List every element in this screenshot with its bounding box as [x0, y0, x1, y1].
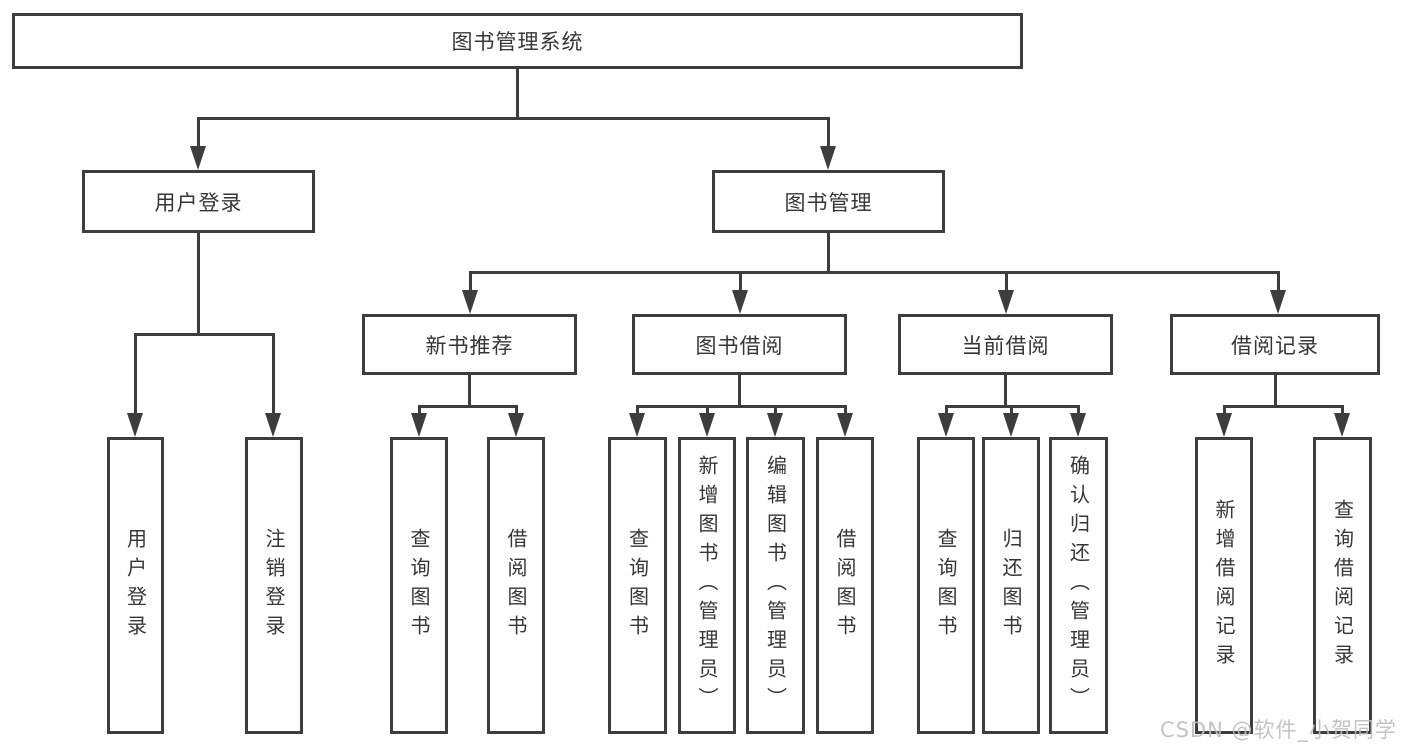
arrowhead: [127, 413, 143, 437]
arrowhead: [837, 413, 853, 437]
leaf-query-borrow-record: 查询借阅记录: [1313, 437, 1372, 734]
connector-line: [945, 405, 948, 417]
connector-line: [1004, 375, 1007, 407]
connector-line: [1277, 271, 1280, 293]
leaf-return-book: 归还图书: [982, 437, 1040, 734]
connector-line: [272, 333, 275, 417]
connector-line: [1223, 405, 1343, 408]
arrowhead: [190, 146, 206, 170]
connector-line: [134, 333, 275, 336]
node-current-borrowing: 当前借阅: [898, 314, 1113, 375]
leaf-query-book-current: 查询图书: [917, 437, 975, 734]
leaf-confirm-return-admin: 确认归还（管理员）: [1049, 437, 1108, 734]
connector-line: [738, 375, 741, 407]
connector-line: [1223, 405, 1226, 417]
connector-line: [469, 271, 472, 293]
connector-line: [827, 117, 830, 149]
arrowhead: [462, 290, 478, 314]
arrowhead: [1334, 413, 1350, 437]
connector-line: [945, 405, 1079, 408]
connector-line: [197, 117, 830, 120]
node-book-borrowing: 图书借阅: [632, 314, 847, 375]
connector-line: [418, 405, 421, 417]
node-new-book-recommendation: 新书推荐: [362, 314, 577, 375]
leaf-borrow-book-recommend: 借阅图书: [487, 437, 545, 734]
node-book-management: 图书管理: [712, 170, 945, 233]
arrowhead: [1216, 413, 1232, 437]
leaf-borrow-book: 借阅图书: [816, 437, 874, 734]
leaf-edit-book-admin: 编辑图书（管理员）: [746, 437, 805, 734]
arrowhead: [265, 413, 281, 437]
leaf-add-book-admin: 新增图书（管理员）: [678, 437, 736, 734]
arrowhead: [629, 413, 645, 437]
arrowhead: [998, 290, 1014, 314]
connector-line: [844, 405, 847, 417]
arrowhead: [1003, 413, 1019, 437]
connector-line: [134, 333, 137, 417]
watermark-text: CSDN @软件_小贺同学: [1159, 718, 1397, 742]
arrowhead: [1270, 290, 1286, 314]
leaf-query-book-recommend: 查询图书: [390, 437, 448, 734]
connector-line: [636, 405, 639, 417]
leaf-logout: 注销登录: [245, 437, 303, 734]
connector-line: [1077, 405, 1080, 417]
connector-line: [1274, 375, 1277, 407]
connector-line: [827, 232, 830, 273]
arrowhead: [699, 413, 715, 437]
leaf-user-login: 用户登录: [107, 437, 164, 734]
arrowhead: [767, 413, 783, 437]
node-borrowing-records: 借阅记录: [1170, 314, 1380, 375]
connector-line: [774, 405, 777, 417]
connector-line: [418, 405, 518, 408]
connector-line: [706, 405, 709, 417]
connector-line: [516, 69, 519, 119]
node-library-management-system: 图书管理系统: [12, 13, 1023, 69]
arrowhead: [820, 146, 836, 170]
connector-line: [197, 232, 200, 335]
arrowhead: [1070, 413, 1086, 437]
connector-line: [197, 117, 200, 149]
connector-line: [469, 271, 1279, 274]
arrowhead: [938, 413, 954, 437]
arrowhead: [411, 413, 427, 437]
connector-line: [739, 271, 742, 293]
connector-line: [1341, 405, 1344, 417]
connector-line: [515, 405, 518, 417]
arrowhead: [508, 413, 524, 437]
leaf-add-borrow-record: 新增借阅记录: [1195, 437, 1253, 734]
arrowhead: [732, 290, 748, 314]
node-user-login: 用户登录: [82, 170, 315, 233]
connector-line: [468, 375, 471, 407]
connector-line: [1010, 405, 1013, 417]
connector-line: [1005, 271, 1008, 293]
connector-line: [636, 405, 846, 408]
leaf-query-book-borrowing: 查询图书: [608, 437, 667, 734]
